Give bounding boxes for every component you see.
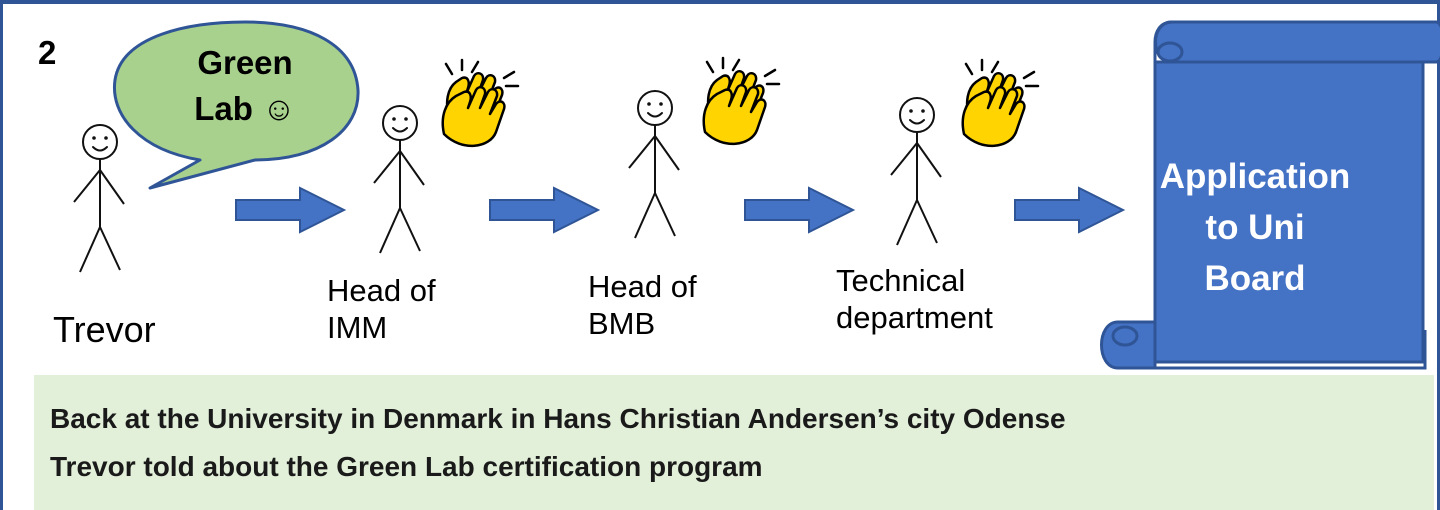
figure-label-line: IMM <box>327 310 388 346</box>
scroll-line: Board <box>1204 258 1306 298</box>
clapping-hands-icon <box>961 58 1040 148</box>
scroll-icon <box>1100 20 1440 370</box>
figure-label-line: Head of <box>588 269 697 304</box>
figure-label-line: BMB <box>588 306 656 342</box>
caption-line: Trevor told about the Green Lab certific… <box>50 451 763 482</box>
right-arrow-icon <box>1014 187 1124 233</box>
stick-figure-icon <box>73 124 125 273</box>
figure-label-trevor: Trevor <box>53 309 156 350</box>
panel-number: 2 <box>38 34 57 71</box>
stick-figure-icon <box>628 90 680 239</box>
figure-label-line: Head of <box>327 273 436 308</box>
figure-label-technical-department: Technical department <box>836 262 993 336</box>
scroll-line: Application <box>1159 157 1351 196</box>
figure-label-line: department <box>836 300 993 336</box>
speech-bubble-icon <box>112 20 360 190</box>
figure-label-line: Technical <box>836 263 966 298</box>
right-arrow-icon <box>235 187 345 233</box>
clapping-hands-icon <box>702 56 781 146</box>
speech-bubble-text: Green Lab ☺ <box>150 40 340 132</box>
clapping-hands-icon <box>441 58 520 148</box>
figure-label-head-of-imm: Head of IMM <box>327 272 436 346</box>
caption-box: Back at the University in Denmark in Han… <box>34 375 1434 510</box>
figure-label-head-of-bmb: Head of BMB <box>588 268 697 342</box>
speech-bubble-line: Lab ☺ <box>194 90 296 128</box>
scroll-line: to Uni <box>1205 207 1305 247</box>
right-arrow-icon <box>744 187 854 233</box>
stick-figure-icon <box>890 97 942 246</box>
scroll-text: Application to Uni Board <box>1150 152 1360 304</box>
caption-line: Back at the University in Denmark in Han… <box>50 403 1066 434</box>
right-arrow-icon <box>489 187 599 233</box>
speech-bubble-line: Green <box>197 44 293 81</box>
stick-figure-icon <box>373 105 425 254</box>
